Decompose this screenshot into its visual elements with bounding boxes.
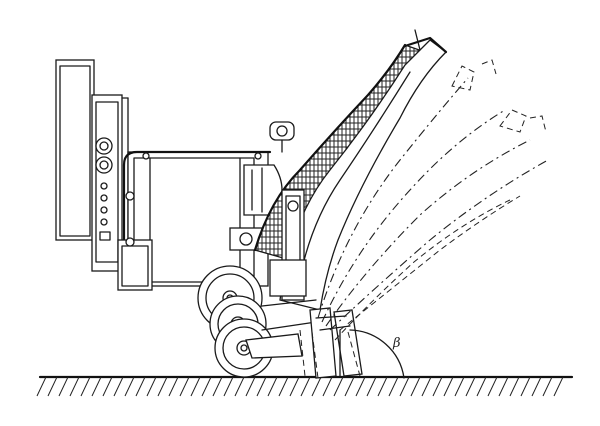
ground-hatch-line: [531, 376, 542, 397]
ground-hatching: [36, 376, 564, 397]
angle-indicator: β: [339, 329, 405, 379]
ground-hatch-line: [377, 376, 388, 397]
ground-hatch-line: [443, 376, 454, 397]
ground-hatch-line: [47, 376, 58, 397]
ground-hatch-line: [190, 376, 201, 397]
ground-hatch-line: [36, 376, 47, 397]
ground-hatch-line: [498, 376, 509, 397]
ground-hatch-line: [267, 376, 278, 397]
ground-hatch-line: [124, 376, 135, 397]
ground-hatch-line: [432, 376, 443, 397]
ground-hatch-line: [102, 376, 113, 397]
ground-hatch-line: [201, 376, 212, 397]
ground-hatch-line: [355, 376, 366, 397]
ground-hatch-line: [212, 376, 223, 397]
cutting-blades: [309, 307, 363, 379]
ground-hatch-line: [311, 376, 322, 397]
ground-hatch-line: [520, 376, 531, 397]
boom-swing-positions: [299, 59, 549, 379]
ground: [36, 375, 574, 397]
indicator-lamp-icon: [95, 156, 113, 174]
ground-hatch-line: [399, 376, 410, 397]
ground-hatch-line: [113, 376, 124, 397]
ground-hatch-line: [300, 376, 311, 397]
ground-hatch-line: [146, 376, 157, 397]
ground-hatch-line: [91, 376, 102, 397]
ground-hatch-line: [542, 376, 553, 397]
ground-hatch-line: [80, 376, 91, 397]
ground-hatch-line: [333, 376, 344, 397]
wheel-assembly: [197, 265, 317, 378]
ground-hatch-line: [234, 376, 245, 397]
ground-hatch-line: [465, 376, 476, 397]
ground-hatch-line: [487, 376, 498, 397]
ground-hatch-line: [421, 376, 432, 397]
ground-hatch-line: [454, 376, 465, 397]
ground-hatch-line: [245, 376, 256, 397]
ground-hatch-line: [509, 376, 520, 397]
angle-beta-label: β: [392, 336, 401, 351]
ground-hatch-line: [58, 376, 69, 397]
ground-hatch-line: [179, 376, 190, 397]
ground-hatch-line: [410, 376, 421, 397]
ground-hatch-line: [135, 376, 146, 397]
ground-hatch-line: [344, 376, 355, 397]
ground-hatch-line: [476, 376, 487, 397]
ground-hatch-line: [256, 376, 267, 397]
ground-hatch-line: [223, 376, 234, 397]
ground-hatch-line: [366, 376, 377, 397]
ground-hatch-line: [278, 376, 289, 397]
ground-hatch-line: [289, 376, 300, 397]
ground-hatch-line: [69, 376, 80, 397]
ground-hatch-line: [322, 376, 333, 397]
ground-hatch-line: [553, 376, 564, 397]
blade-holder: [269, 189, 307, 301]
main-frame: [117, 121, 295, 291]
ground-hatch-line: [168, 376, 179, 397]
control-box: [55, 59, 129, 272]
indicator-lamp-icon: [95, 137, 113, 155]
ground-hatch-line: [388, 376, 399, 397]
ground-hatch-line: [157, 376, 168, 397]
